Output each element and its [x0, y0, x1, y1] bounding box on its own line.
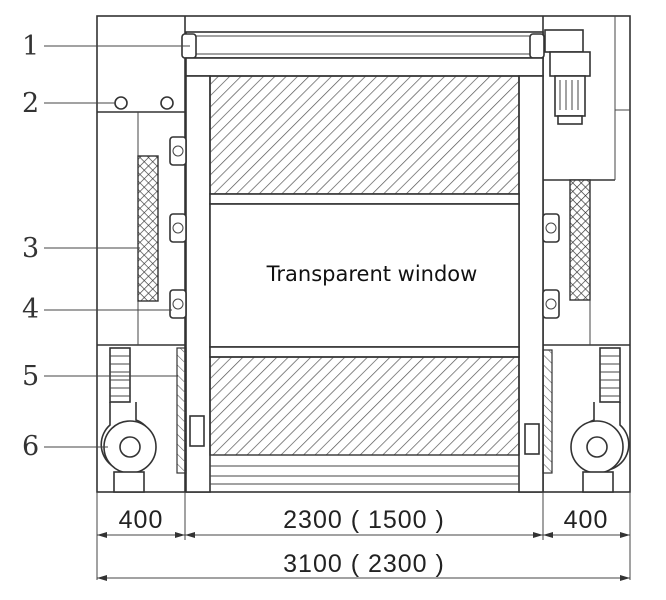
callout-6: 6	[22, 431, 39, 462]
callouts: 1 2 3 4 5 6	[22, 31, 190, 462]
dim-total: 3100 ( 2300 )	[283, 550, 445, 578]
dim-left: 400	[119, 506, 164, 534]
guide-wheel-icon	[169, 136, 560, 319]
side-plates	[176, 347, 553, 474]
callout-5: 5	[22, 361, 39, 392]
curtain	[209, 75, 520, 485]
callout-1: 1	[22, 31, 39, 62]
dim-center: 2300 ( 1500 )	[283, 506, 445, 534]
blower-fan-icon	[100, 402, 630, 493]
callout-4: 4	[22, 294, 39, 325]
window-label: Transparent window	[266, 262, 478, 286]
motor-icon	[544, 29, 591, 125]
callout-2: 2	[22, 88, 39, 119]
callout-3: 3	[22, 233, 39, 264]
limit-switch-icon	[114, 96, 174, 110]
side-brush-icon	[137, 155, 591, 302]
transparent-window	[209, 203, 520, 348]
roller-shaft-icon	[181, 31, 545, 77]
dim-right: 400	[564, 506, 609, 534]
spring-icon	[109, 347, 621, 403]
dimensions: 400 2300 ( 1500 ) 400 3100 ( 2300 )	[96, 492, 631, 581]
